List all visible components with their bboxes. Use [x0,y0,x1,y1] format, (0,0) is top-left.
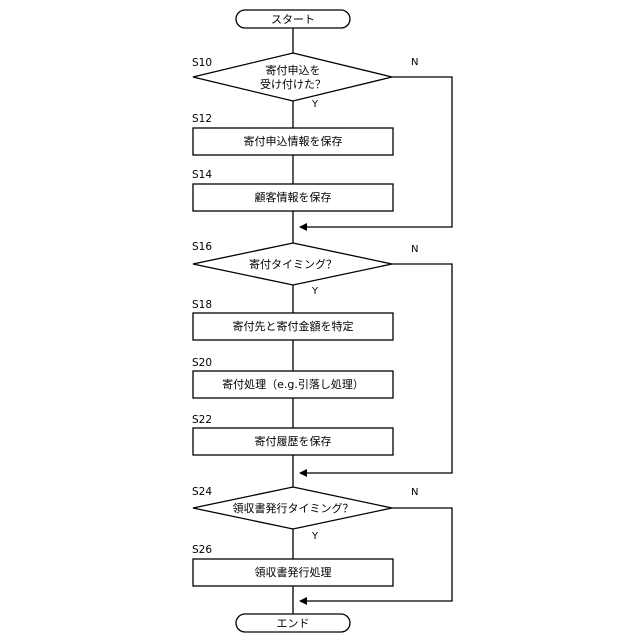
no-label-s16: N [411,244,418,255]
step-label-s18: S18 [192,299,212,311]
process-s14-text: 顧客情報を保存 [255,190,332,204]
process-s26-text: 領収書発行処理 [255,565,332,579]
process-s20-text: 寄付処理（e.g.引落し処理） [222,377,364,391]
no-label-s24: N [411,487,418,498]
step-label-s26: S26 [192,544,212,556]
step-label-s24: S24 [192,486,212,498]
decision-s10-text-line1: 寄付申込を [266,63,321,77]
start-label: スタート [271,13,315,26]
process-s22-text: 寄付履歴を保存 [255,434,332,448]
yes-label-s24: Y [311,531,319,542]
step-label-s20: S20 [192,357,212,369]
decision-s16-text: 寄付タイミング？ [249,257,337,271]
yes-label-s10: Y [311,99,319,110]
step-label-s10: S10 [192,57,212,69]
process-s18-text: 寄付先と寄付金額を特定 [233,319,354,333]
step-label-s14: S14 [192,169,212,181]
yes-label-s16: Y [311,286,319,297]
end-label: エンド [277,617,310,630]
decision-s10-text-line2: 受け付けた？ [260,78,326,91]
process-s12-text: 寄付申込情報を保存 [244,134,343,148]
step-label-s22: S22 [192,414,212,426]
step-label-s12: S12 [192,113,212,125]
no-label-s10: N [411,57,418,68]
step-label-s16: S16 [192,241,212,253]
decision-s10 [193,53,392,101]
decision-s24-text: 領収書発行タイミング？ [233,501,354,515]
